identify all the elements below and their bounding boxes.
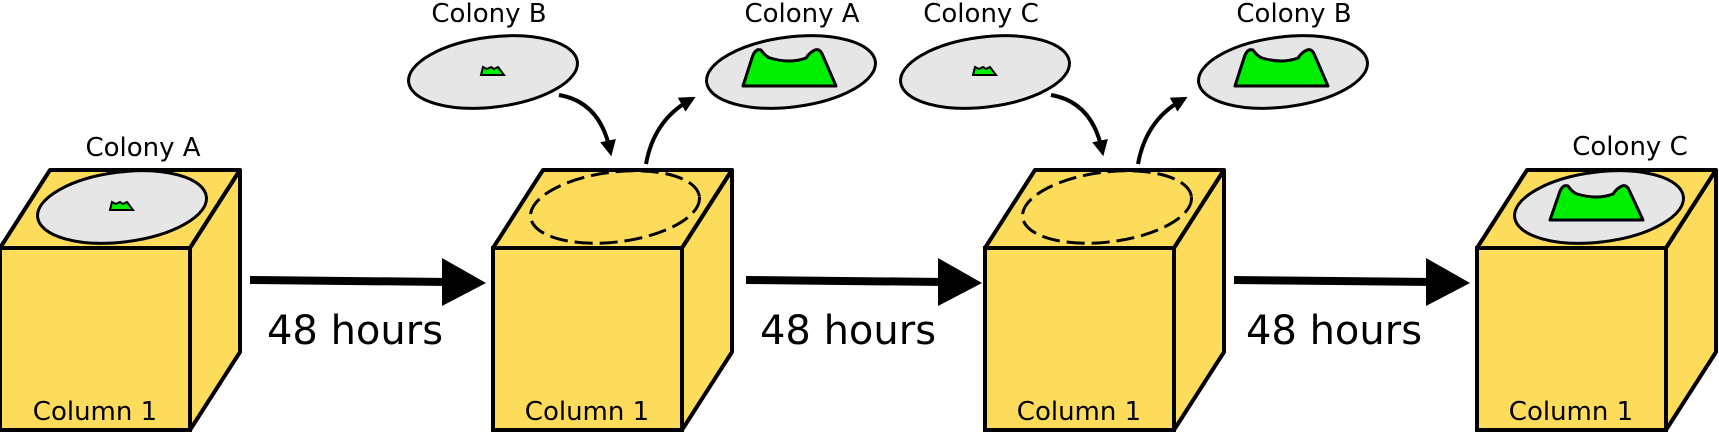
time-arrow-1: [249, 258, 486, 306]
column-box-4: Column 1: [1475, 168, 1718, 432]
added-dish-2: [899, 34, 1071, 110]
petri-dish-4: [1513, 169, 1685, 245]
column-label-1: Column 1: [33, 397, 157, 427]
column-label-4: Column 1: [1509, 397, 1633, 427]
colony-large-1: [741, 48, 838, 88]
add-arrow-2: [1050, 93, 1108, 157]
column-box-2: Column 1: [491, 168, 734, 432]
add-arrow-1: [558, 93, 616, 157]
duration-label-3: 48 hours: [1246, 308, 1422, 354]
added-dish-label-1: Colony B: [431, 0, 546, 29]
colony-small-2: [479, 65, 506, 76]
removed-dish-1: [705, 34, 877, 110]
empty-dish-outline-2: [529, 169, 701, 245]
colony-large-2: [1233, 48, 1330, 88]
removed-dish-label-2: Colony B: [1236, 0, 1351, 29]
added-dish-label-2: Colony C: [923, 0, 1038, 29]
column-box-1: Column 1: [0, 168, 242, 432]
time-arrow-3: [1233, 258, 1470, 306]
dish-label-1: Colony A: [85, 133, 200, 163]
removed-dish-2: [1197, 34, 1369, 110]
colony-small-3: [971, 65, 998, 76]
remove-arrow-2: [1136, 96, 1188, 165]
column-label-3: Column 1: [1017, 397, 1141, 427]
petri-dish-1: [36, 169, 208, 245]
duration-label-2: 48 hours: [760, 308, 936, 354]
colony-large-3: [1548, 184, 1645, 222]
dish-label-4: Colony C: [1572, 132, 1687, 162]
remove-arrow-1: [644, 96, 696, 165]
duration-label-1: 48 hours: [267, 308, 443, 354]
column-box-3: Column 1: [983, 168, 1226, 432]
removed-dish-label-1: Colony A: [744, 0, 859, 29]
column-label-2: Column 1: [525, 397, 649, 427]
time-arrow-2: [745, 258, 982, 306]
empty-dish-outline-3: [1021, 169, 1193, 245]
colony-small-1: [108, 200, 135, 211]
added-dish-1: [407, 34, 579, 110]
